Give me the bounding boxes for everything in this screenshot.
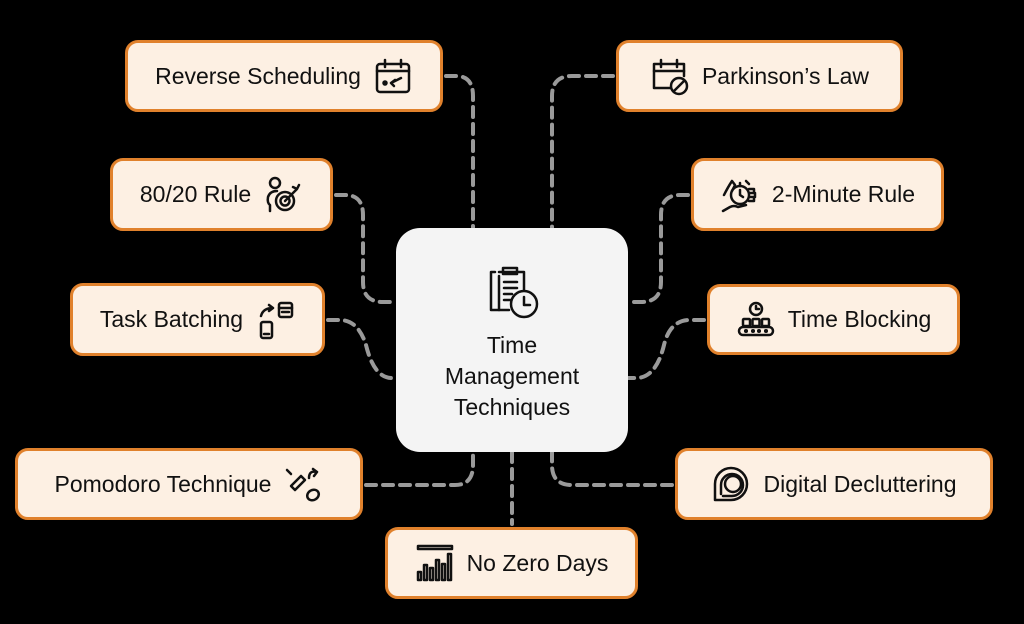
center-title-line-2: Management (444, 363, 580, 389)
center-title-line-1: Time (486, 332, 538, 358)
node-80-20-rule[interactable]: 80/20 Rule (110, 158, 333, 231)
pen-rotate-icon (286, 467, 321, 502)
node-label: Digital Decluttering (763, 470, 957, 497)
center-title-line-3: Techniques (453, 394, 571, 420)
phone-calculator-swap-icon (259, 301, 294, 339)
node-label: Parkinson’s Law (701, 62, 870, 89)
node-label: 2-Minute Rule (771, 181, 916, 207)
node-digital-decluttering[interactable]: Digital Decluttering (675, 448, 993, 520)
node-no-zero-days[interactable]: No Zero Days (385, 527, 638, 599)
chat-bubbles-icon (714, 466, 749, 502)
node-label: No Zero Days (466, 549, 609, 576)
node-reverse-scheduling[interactable]: Reverse Scheduling (125, 40, 443, 112)
node-label: Time Blocking (787, 306, 932, 332)
calendar-blocked-icon (652, 58, 689, 96)
connector-reverse-scheduling (444, 74, 475, 230)
node-label: Reverse Scheduling (155, 62, 361, 89)
hand-stopwatch-icon (721, 179, 757, 212)
clock-conveyor-icon (737, 301, 774, 336)
center-node[interactable]: Time Management Techniques (396, 228, 628, 452)
node-time-blocking[interactable]: Time Blocking (707, 284, 960, 355)
node-parkinsons-law[interactable]: Parkinson’s Law (616, 40, 903, 112)
connector-task-batching (326, 318, 398, 380)
bar-chart-icon (416, 544, 453, 582)
connector-time-blocking (626, 318, 706, 380)
node-label: Pomodoro Technique (54, 470, 272, 497)
connector-pomodoro (364, 450, 475, 487)
person-target-icon (266, 176, 301, 212)
connector-digital-decluttering (550, 450, 674, 487)
connector-80-20-rule (334, 193, 398, 304)
node-pomodoro-technique[interactable]: Pomodoro Technique (15, 448, 363, 520)
connector-parkinsons-law (550, 74, 615, 230)
node-label: 80/20 Rule (139, 181, 252, 207)
clipboard-clock-icon (489, 266, 539, 319)
node-task-batching[interactable]: Task Batching (70, 283, 325, 356)
node-label: Task Batching (99, 306, 244, 332)
center-title: Time Management Techniques (445, 330, 579, 423)
calendar-arrow-icon (375, 58, 411, 94)
connector-2-minute-rule (626, 193, 690, 304)
node-2-minute-rule[interactable]: 2-Minute Rule (691, 158, 944, 231)
